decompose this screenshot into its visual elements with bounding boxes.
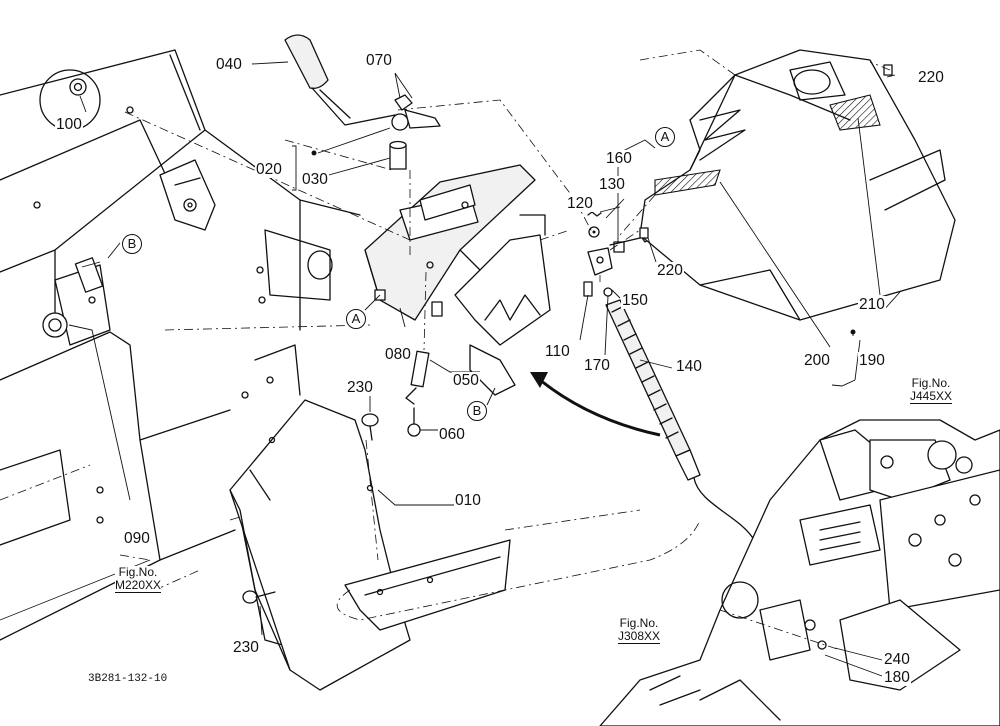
marker-b-frame: B: [122, 234, 142, 254]
callout-080: 080: [384, 346, 412, 363]
marker-b-bracket: B: [467, 401, 487, 421]
figure-ref-number: J308XX: [618, 629, 661, 644]
callout-100: 100: [55, 116, 83, 133]
part-190-cover-assy: [639, 49, 956, 321]
callout-140: 140: [675, 358, 703, 375]
callout-220-mid: 220: [656, 262, 684, 279]
figure-ref-j445: Fig.No. J445XX: [910, 376, 953, 404]
transmission-assembly: [599, 419, 1000, 726]
callout-010: 010: [454, 492, 482, 509]
drawing-number: 3B281-132-10: [88, 673, 168, 685]
figure-ref-label: Fig.No.: [619, 616, 659, 630]
figure-ref-m220: Fig.No. M220XX: [115, 565, 162, 593]
callout-130: 130: [598, 176, 626, 193]
callout-210: 210: [858, 296, 886, 313]
figure-ref-number: M220XX: [115, 578, 162, 593]
callout-180: 180: [883, 669, 911, 686]
callout-220-top: 220: [917, 69, 945, 86]
callout-030: 030: [301, 171, 329, 188]
leader-lines: [68, 61, 901, 677]
figure-ref-label: Fig.No.: [118, 565, 158, 579]
callout-020: 020: [255, 161, 283, 178]
callout-200: 200: [803, 352, 831, 369]
part-090-bracket: [42, 257, 111, 346]
callout-160: 160: [605, 150, 633, 167]
callout-050: 050: [452, 372, 480, 389]
callout-110: 110: [544, 343, 571, 360]
callout-070: 070: [365, 52, 393, 69]
part-080-lever-bracket: [364, 164, 551, 396]
marker-a-cover: A: [655, 127, 675, 147]
callout-190: 190: [858, 352, 886, 369]
part-040-shift-lever: [284, 34, 441, 170]
direction-arrow: [530, 372, 661, 437]
callout-230-top: 230: [346, 379, 374, 396]
callout-240: 240: [883, 651, 911, 668]
figure-ref-j308: Fig.No. J308XX: [618, 616, 661, 644]
figure-ref-label: Fig.No.: [911, 376, 951, 390]
cable-clevis-hardware: [583, 211, 655, 297]
console-bracket: [159, 159, 216, 231]
part-060-bolt: [407, 407, 421, 437]
part-220-bolts: [639, 64, 893, 239]
callout-120: 120: [566, 195, 594, 212]
callout-040: 040: [215, 56, 243, 73]
figure-ref-number: J445XX: [910, 389, 953, 404]
callout-090: 090: [123, 530, 151, 547]
part-010-guide-plate: [229, 399, 511, 691]
part-230-bolts: [242, 413, 379, 604]
marker-a-bracket: A: [346, 309, 366, 329]
part-050-pin: [405, 350, 430, 405]
callout-060: 060: [438, 426, 466, 443]
callout-170: 170: [583, 357, 611, 374]
callout-230-bottom: 230: [232, 639, 260, 656]
callout-150: 150: [621, 292, 649, 309]
